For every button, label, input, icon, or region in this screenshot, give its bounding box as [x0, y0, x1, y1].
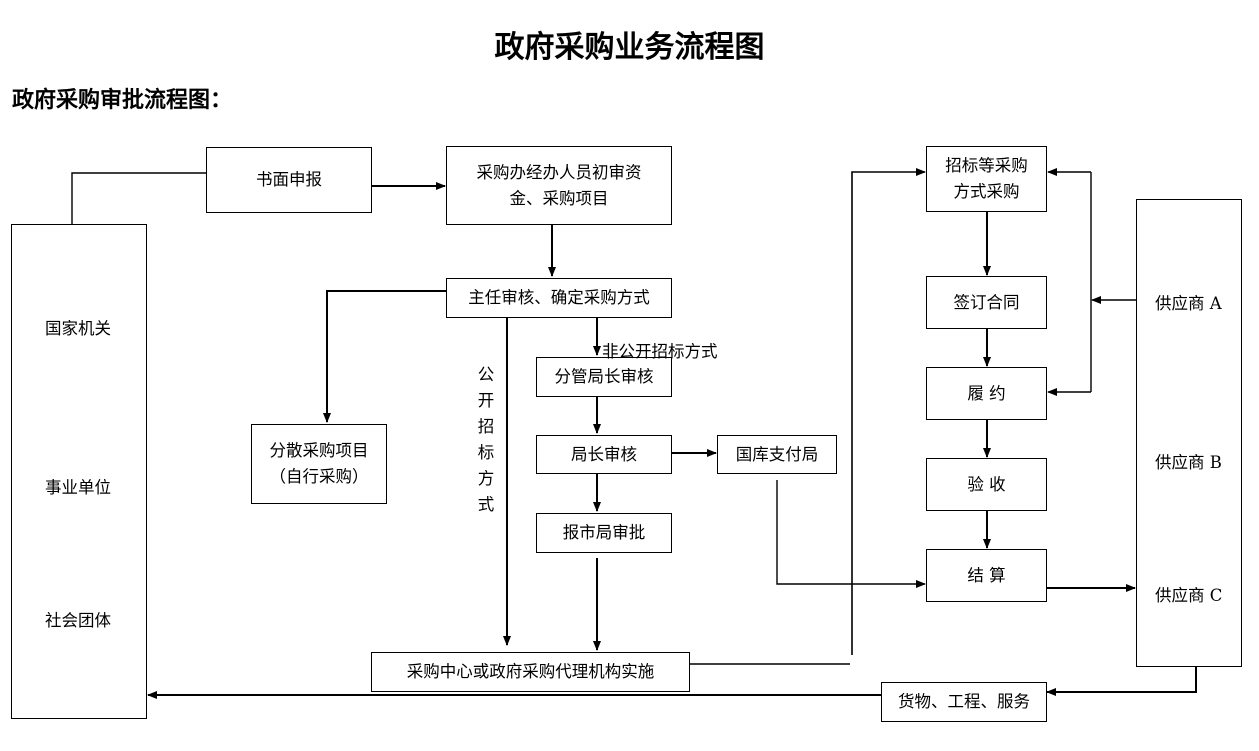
node-settlement: 结 算 [926, 549, 1047, 602]
node-implementation: 采购中心或政府采购代理机构实施 [371, 652, 690, 692]
organizations-column: 国家机关 事业单位 社会团体 [11, 224, 147, 719]
label-non-public-bidding: 非公开招标方式 [602, 342, 718, 361]
page-title: 政府采购业务流程图 [494, 30, 765, 65]
org-social-groups: 社会团体 [45, 611, 111, 630]
supplier-a: 供应商 A [1155, 294, 1222, 313]
node-initial-review: 采购办经办人员初审资 金、采购项目 [446, 146, 672, 225]
node-treasury: 国库支付局 [717, 435, 837, 474]
org-state-organs: 国家机关 [45, 319, 111, 338]
arrow-to-bidding [851, 168, 926, 655]
arrow-treasury-to-settlement [776, 480, 926, 588]
supplier-b: 供应商 B [1155, 453, 1222, 472]
node-goods: 货物、工程、服务 [881, 682, 1047, 722]
node-contract: 签订合同 [926, 276, 1047, 329]
label-public-bidding: 公 开 招 标 方 式 [477, 365, 495, 514]
node-acceptance: 验 收 [926, 458, 1047, 511]
node-bureau-chief-review: 局长审核 [536, 435, 672, 474]
org-public-institutions: 事业单位 [45, 478, 111, 497]
line-org-to-report [71, 172, 207, 224]
node-director-review: 主任审核、确定采购方式 [446, 278, 672, 318]
arrow-suppliers-to-goods [1046, 667, 1197, 696]
supplier-c: 供应商 C [1155, 586, 1223, 605]
suppliers-column: 供应商 A 供应商 B 供应商 C [1136, 199, 1242, 667]
node-city-approval: 报市局审批 [536, 513, 672, 553]
arrow-director-to-decentralized [323, 290, 447, 423]
node-perform: 履 约 [926, 367, 1047, 420]
node-written-report: 书面申报 [206, 147, 372, 213]
node-bidding: 招标等采购 方式采购 [926, 146, 1047, 212]
node-decentralized: 分散采购项目 （自行采购） [251, 424, 387, 504]
node-deputy-review: 分管局长审核 [536, 357, 672, 397]
section-subtitle: 政府采购审批流程图： [12, 88, 233, 113]
